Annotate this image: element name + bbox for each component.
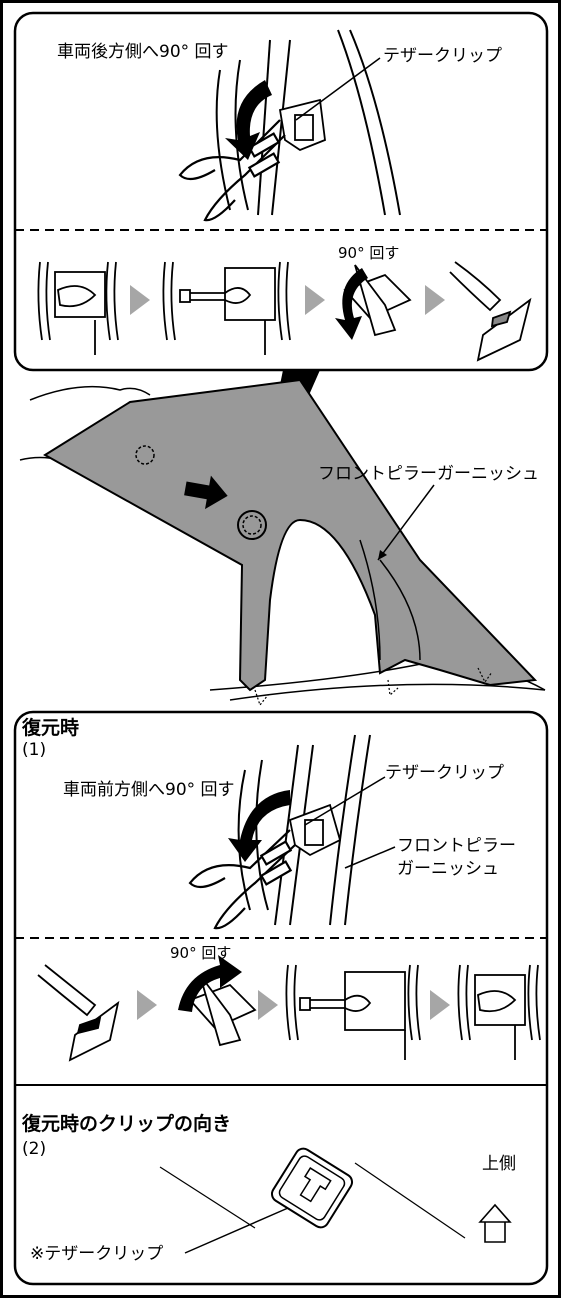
tether-clip-note: ※テザークリップ: [30, 1244, 164, 1264]
restore-step-1-number: (1): [22, 740, 47, 760]
upper-side-arrow: [478, 1203, 512, 1243]
restore-garnish-label-line1: フロントピラー: [397, 836, 516, 856]
step-arrow-3: [425, 285, 445, 315]
restore-title: 復元時: [22, 717, 80, 739]
garnish-edge-line-2: [379, 559, 421, 661]
rotate-rear-label: 車両後方側へ90° 回す: [57, 42, 229, 62]
bottom-clips: [254, 667, 493, 707]
restore-garnish-label-line2: ガーニッシュ: [397, 859, 499, 879]
restore-clip: [288, 803, 342, 857]
tether-clip-label: テザークリップ: [383, 46, 502, 66]
restore-panel: [13, 710, 549, 1286]
restore-step-rotate-arrow: [178, 955, 242, 1012]
removal-step-2: [162, 261, 291, 355]
step-rotate-arrow: [335, 268, 368, 340]
orientation-clip: [270, 1147, 354, 1229]
rotate-front-label: 車両前方側へ90° 回す: [63, 780, 235, 800]
removal-clip: [278, 98, 326, 152]
garnish-shape: [43, 378, 538, 692]
clip-position-2: [237, 510, 267, 540]
restore-step-arrow-1: [137, 990, 157, 1020]
orientation-title: 復元時のクリップの向き: [22, 1113, 232, 1135]
step-arrow-2: [305, 285, 325, 315]
restore-step-2: [188, 974, 257, 1047]
removal-step-1: [37, 261, 119, 355]
restore-garnish-leader: [344, 846, 396, 869]
removal-pliers: [178, 119, 286, 222]
orientation-line-right: [354, 1162, 466, 1239]
restore-step-2-number: (2): [22, 1139, 47, 1159]
restore-tether-clip-leader: [304, 776, 386, 826]
step-arrow-1: [130, 285, 150, 315]
orientation-line-left: [159, 1166, 256, 1229]
garnish-leader: [377, 484, 435, 561]
garnish-edge-line: [359, 539, 381, 661]
restore-step-4: [457, 964, 541, 1060]
clip-position-1: [135, 445, 155, 465]
restore-pliers: [188, 829, 296, 930]
clip-position-2-inner: [242, 515, 262, 535]
orientation-clip-leader: [184, 1207, 289, 1254]
step-rotate-label: 90° 回す: [338, 244, 400, 262]
restore-step-1: [37, 964, 120, 1062]
removal-step-3: [343, 264, 412, 337]
restore-step-arrow-3: [430, 990, 450, 1020]
restore-step-3: [285, 964, 421, 1060]
garnish-label: フロントピラーガーニッシュ: [318, 464, 539, 484]
tether-clip-leader: [295, 57, 381, 121]
removal-pillar-illustration: [215, 29, 401, 216]
restore-step-arrow-2: [258, 990, 278, 1020]
restore-step-rotate-label: 90° 回す: [170, 944, 232, 962]
removal-panel: [13, 11, 549, 372]
restore-rotate-arrow: [228, 790, 290, 862]
removal-rotate-arrow: [225, 80, 272, 160]
removal-step-4: [449, 261, 532, 362]
pull-direction-arrow: [184, 475, 228, 510]
upper-side-label: 上側: [482, 1154, 516, 1174]
restore-tether-clip-label: テザークリップ: [385, 763, 504, 783]
